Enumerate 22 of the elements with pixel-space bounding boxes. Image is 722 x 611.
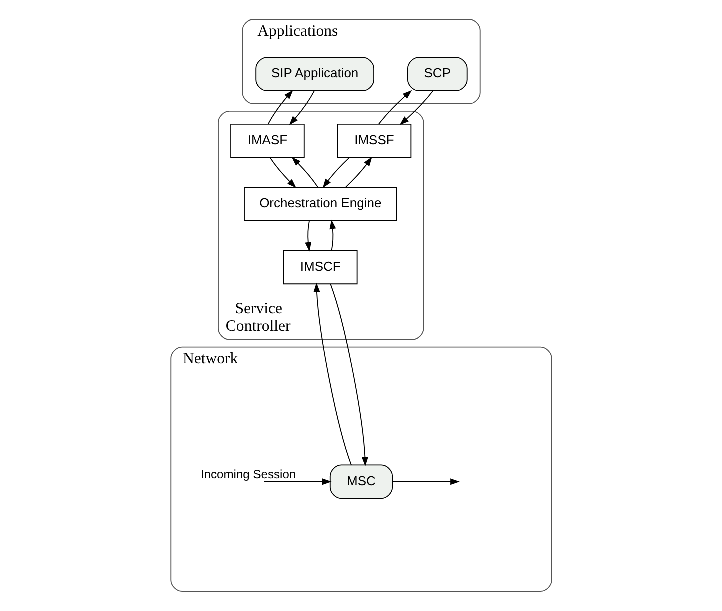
node-box: IMSCF xyxy=(283,250,358,285)
node-box: Orchestration Engine xyxy=(244,187,397,222)
arrow xyxy=(269,158,296,188)
arrow xyxy=(267,90,293,125)
arrow xyxy=(288,90,314,126)
arrow xyxy=(330,284,368,467)
arrow xyxy=(329,220,336,251)
arrow xyxy=(313,282,352,466)
node-box: MSC xyxy=(329,464,393,500)
arrow xyxy=(263,478,332,486)
arrow xyxy=(392,478,460,486)
arrow xyxy=(345,157,372,188)
arrow xyxy=(291,157,318,188)
arrow xyxy=(378,90,412,125)
node-box: IMASF xyxy=(230,124,304,158)
node-box: SCP xyxy=(406,57,468,92)
arrow xyxy=(322,158,350,188)
edge-label: Incoming Session xyxy=(200,468,296,482)
arrow xyxy=(304,220,312,252)
arrow xyxy=(399,90,433,126)
node-box: SIP Application xyxy=(255,57,374,92)
node-box: IMSSF xyxy=(336,124,412,158)
